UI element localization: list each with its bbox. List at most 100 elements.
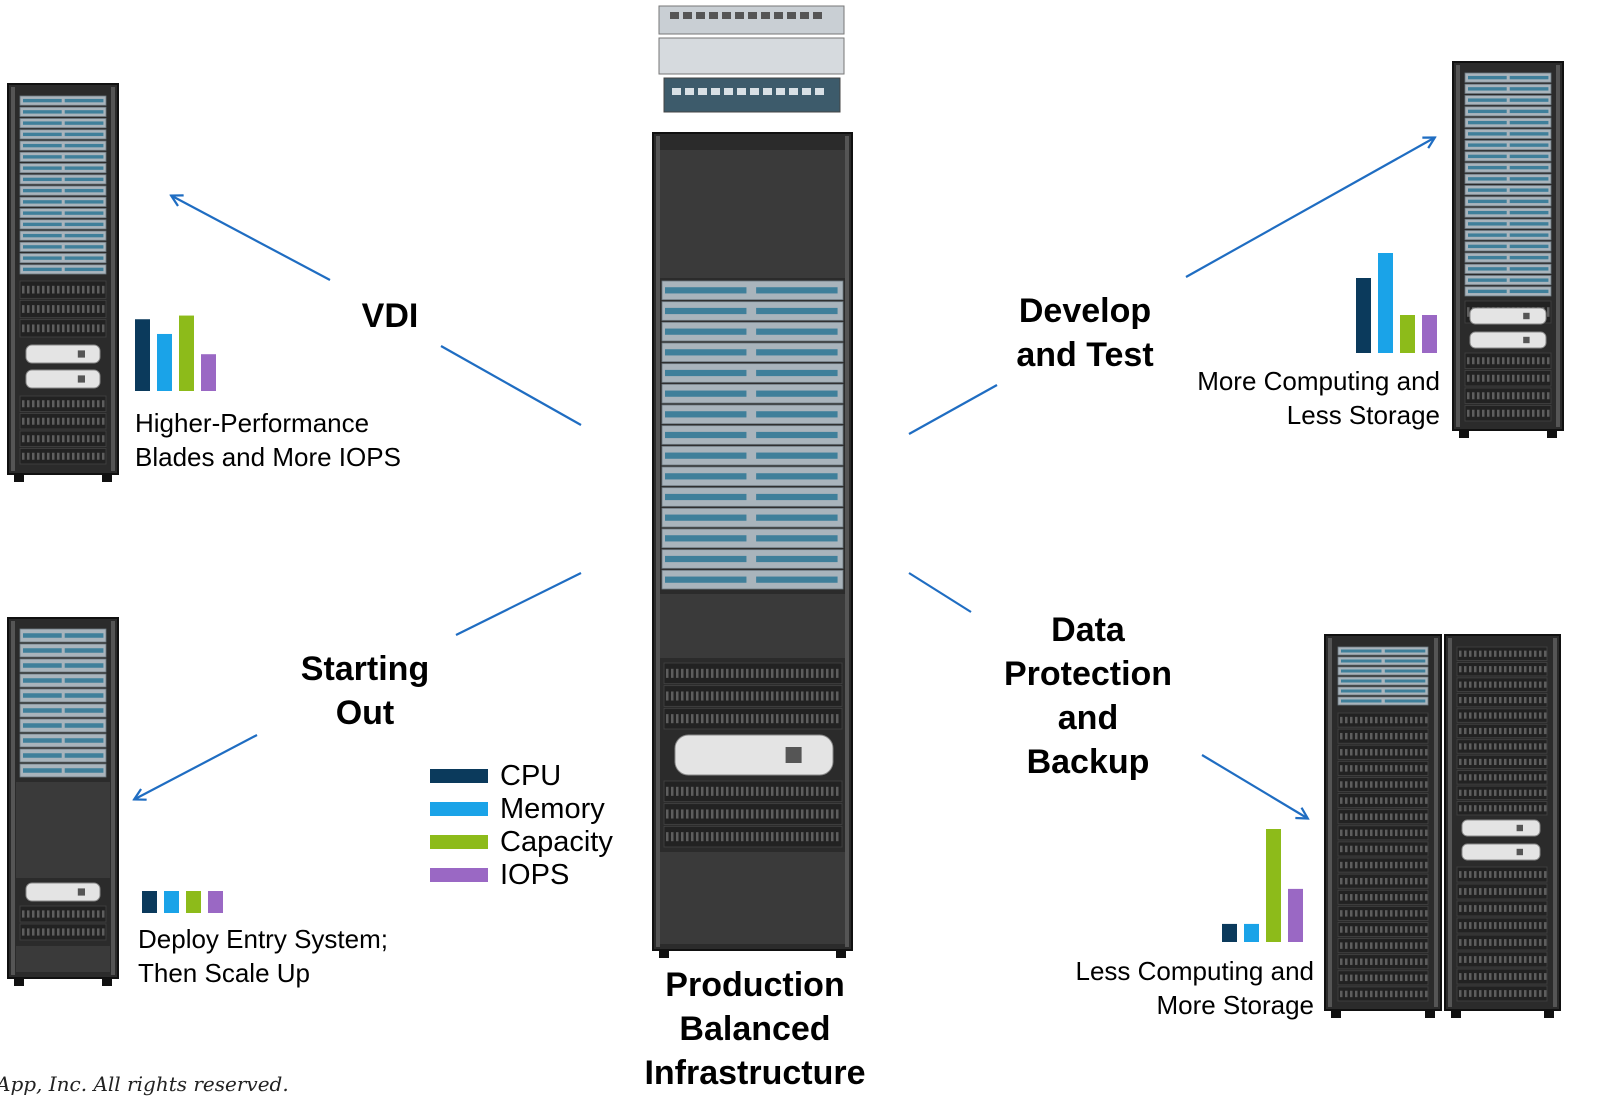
disk-slot: [1479, 712, 1482, 719]
disk-slot: [97, 400, 100, 408]
disk-slot: [1390, 910, 1393, 917]
disk-slot: [1504, 805, 1507, 812]
disk-slot: [726, 809, 729, 819]
disk-slot: [1350, 797, 1353, 804]
disk-slot: [1514, 888, 1517, 895]
blade-server: [19, 163, 107, 174]
disk-slot: [1400, 765, 1403, 772]
disk-slot: [27, 324, 30, 333]
disk-slot: [1395, 716, 1398, 724]
blade-server: [1464, 83, 1552, 94]
disk-slot: [37, 324, 40, 333]
disk-slot: [821, 832, 824, 842]
disk-slot: [1497, 392, 1500, 400]
disk-slot: [776, 809, 779, 819]
disk-slot: [47, 910, 50, 918]
disk-slot: [1410, 942, 1413, 949]
disk-slot: [1527, 374, 1530, 382]
disk-slot: [1499, 650, 1502, 657]
blade-port: [1468, 75, 1507, 80]
disk-slot: [62, 435, 65, 443]
disk-slot: [1504, 922, 1507, 929]
disk-slot: [1494, 805, 1497, 812]
controller-badge: [77, 350, 85, 358]
disk-slot: [1509, 743, 1512, 750]
disk-slot: [1534, 650, 1537, 657]
disk-slot: [1464, 990, 1467, 997]
disk-slot: [87, 452, 90, 460]
disk-slot: [1487, 392, 1490, 400]
disk-slot: [706, 832, 709, 842]
disk-slot: [1395, 877, 1398, 885]
blade-server: [661, 549, 844, 569]
data-title-line: and: [1057, 699, 1119, 737]
disk-slot: [1410, 974, 1413, 982]
disk-slot: [1489, 922, 1492, 929]
disk-slot: [1529, 956, 1532, 963]
disk-slot: [1494, 712, 1497, 719]
blade-server: [19, 106, 107, 117]
disk-slot: [1415, 877, 1418, 885]
disk-slot: [736, 832, 739, 842]
disk-slot: [1537, 374, 1540, 382]
disk-slot: [1509, 990, 1512, 997]
dev-bar-cpu: [1356, 278, 1371, 353]
legend-swatch: [430, 802, 488, 816]
disk-slot: [1365, 894, 1368, 901]
disk-slot: [1479, 697, 1482, 704]
disk-slot: [82, 435, 85, 443]
disk-slot: [1375, 829, 1378, 837]
disk-slot: [1509, 774, 1512, 781]
blade-port: [1509, 222, 1549, 226]
disk-slot: [1405, 910, 1408, 917]
disk-slot: [791, 668, 794, 678]
disk-slot: [1415, 958, 1418, 965]
disk-slot: [37, 928, 40, 936]
rack-rail: [111, 87, 115, 471]
disk-slot: [1370, 749, 1373, 756]
disk-slot: [761, 668, 764, 678]
disk-slot: [52, 324, 55, 333]
disk-slot: [1420, 765, 1423, 772]
disk-slot: [1365, 942, 1368, 949]
start-title-line: Starting: [300, 650, 430, 688]
disk-slot: [1542, 409, 1545, 417]
blade-server: [19, 196, 107, 207]
disk-slot: [1340, 958, 1343, 965]
disk-slot: [1504, 774, 1507, 781]
disk-slot: [1390, 958, 1393, 965]
disk-slot: [1425, 716, 1428, 724]
disk-slot: [102, 452, 105, 460]
controller-badge: [785, 747, 802, 763]
disk-slot: [726, 691, 729, 701]
disk-slot: [1355, 781, 1358, 788]
disk-slot: [1380, 765, 1383, 772]
disk-shelf: [1456, 708, 1548, 723]
disk-slot: [1544, 789, 1547, 796]
dev-mini-chart: [1356, 253, 1437, 353]
controller-badge: [1516, 824, 1523, 832]
disk-slot: [1365, 926, 1368, 933]
disk-slot: [1370, 926, 1373, 933]
disk-slot: [1524, 727, 1527, 735]
disk-slot: [22, 435, 25, 443]
disk-slot: [801, 786, 804, 796]
disk-shelf: [1456, 770, 1548, 785]
disk-slot: [1365, 974, 1368, 982]
disk-slot: [1345, 910, 1348, 917]
blade-port: [64, 256, 104, 260]
disk-slot: [52, 400, 55, 408]
vdi-title-line: VDI: [361, 297, 419, 335]
disk-slot: [681, 668, 684, 678]
blade-port: [665, 349, 747, 356]
disk-slot: [22, 417, 25, 425]
disk-slot: [696, 668, 699, 678]
disk-slot: [1522, 374, 1525, 382]
disk-slot: [1499, 888, 1502, 895]
blade-server: [19, 718, 107, 733]
blade-port: [23, 693, 62, 698]
disk-slot: [1469, 888, 1472, 895]
disk-slot: [1492, 409, 1495, 417]
rack-rail: [656, 136, 660, 947]
blade-server: [1464, 207, 1552, 218]
